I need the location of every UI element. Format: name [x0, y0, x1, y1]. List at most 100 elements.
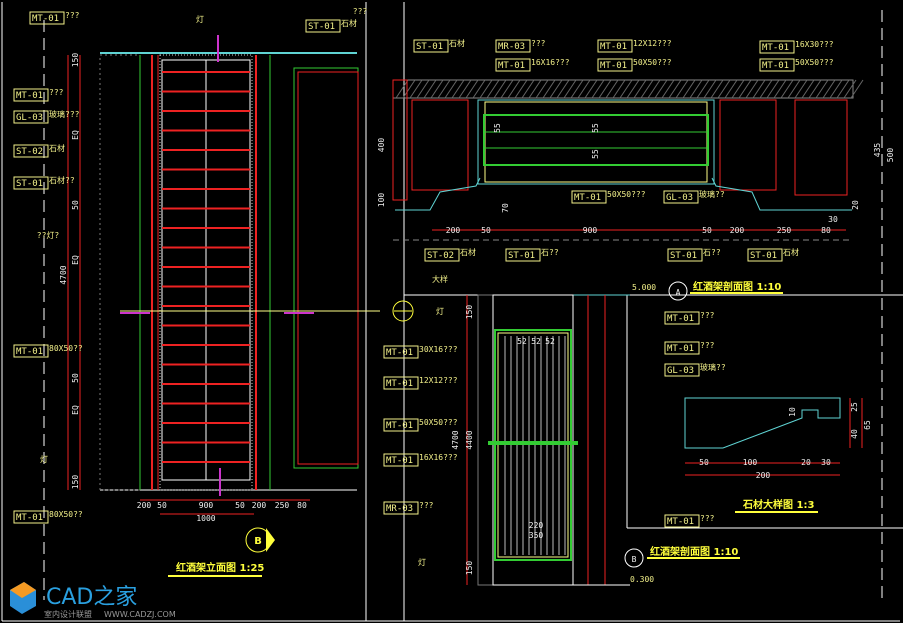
hatch-line — [738, 79, 752, 99]
material-tag[interactable]: MR-03??? — [383, 501, 434, 515]
plan-section-drawing — [392, 79, 864, 241]
material-tag[interactable]: MT-01??? — [13, 88, 64, 102]
horizontal-dimension: 50 — [481, 226, 491, 235]
material-tag[interactable]: MT-01??? — [664, 311, 715, 325]
tag-code: ST-01 — [508, 251, 535, 261]
hatch-line — [528, 79, 542, 99]
tag-code: GL-03 — [667, 366, 694, 376]
tag-box — [759, 40, 795, 54]
hatch-line — [535, 79, 549, 99]
tag-code: MT-01 — [762, 43, 789, 53]
tag-code: MT-01 — [386, 456, 413, 466]
tag-code: ST-01 — [750, 251, 777, 261]
tag-code: MT-01 — [386, 379, 413, 389]
hatch-line — [626, 79, 640, 99]
annotation-note: 灯 — [436, 306, 444, 316]
watermark-brand: CAD之家 — [46, 585, 137, 610]
horizontal-dimension: 250 — [275, 501, 290, 510]
horizontal-dimension: 900 — [199, 501, 214, 510]
hatch-line — [493, 79, 507, 99]
material-tag[interactable]: MR-03??? — [495, 39, 546, 53]
material-tag[interactable]: MT-01??? — [664, 341, 715, 355]
tag-note: 16X16??? — [419, 453, 458, 462]
vertical-dimension: 100 — [377, 193, 386, 208]
hatch-line — [661, 79, 675, 99]
annotation-note: 灯 — [418, 557, 426, 567]
section-marker-b-elevation[interactable]: B — [245, 527, 275, 553]
hatch-line — [598, 79, 612, 99]
tag-note: 石材 — [341, 18, 357, 28]
tag-note: 50X50??? — [795, 58, 834, 67]
horizontal-dimension: 1000 — [196, 514, 215, 523]
tag-note: 50X50??? — [419, 418, 458, 427]
vertical-dimension: 50 — [71, 373, 80, 383]
section-marker-label: B — [254, 536, 262, 547]
material-tag[interactable]: MT-01??? — [664, 514, 715, 528]
tag-box — [597, 58, 633, 72]
hatch-line — [689, 79, 703, 99]
hatch-line — [801, 79, 815, 99]
dimension: 350 — [529, 531, 544, 540]
tag-code: MT-01 — [386, 421, 413, 431]
material-tag[interactable]: ST-01 石材 — [305, 18, 357, 33]
hatch-line — [402, 79, 416, 99]
tag-box — [13, 110, 49, 124]
material-tag[interactable]: MT-01??? — [29, 11, 80, 25]
hatch-line — [773, 79, 787, 99]
hatch-line — [619, 79, 633, 99]
hatch-line — [836, 79, 850, 99]
horizontal-dimension: 100 — [743, 458, 758, 467]
tag-code: ST-01 — [670, 251, 697, 261]
vertical-dimension: 150 — [71, 475, 80, 490]
tag-code: ST-01 — [308, 22, 335, 32]
vertical-dimension: 25 — [850, 402, 859, 412]
tag-note: ??? — [419, 501, 434, 510]
hatch-line — [605, 79, 619, 99]
tag-note: 50X50??? — [633, 58, 672, 67]
hatch-line — [640, 79, 654, 99]
hatch-line — [458, 79, 472, 99]
horizontal-dimension: 900 — [583, 226, 598, 235]
tag-code: MT-01 — [498, 61, 525, 71]
tag-box — [495, 58, 531, 72]
tag-note: 石材 — [449, 38, 465, 48]
section-b-heading: B 红酒架剖面图 1:10 0.300 — [624, 545, 740, 584]
hatch-line — [717, 79, 731, 99]
vertical-dimension: 55 — [591, 149, 600, 159]
hatch-line — [675, 79, 689, 99]
material-tag[interactable]: MT-01 16X16??? — [383, 453, 458, 467]
tag-code: ST-01 — [416, 42, 443, 52]
tag-note: 玻璃??? — [49, 109, 80, 119]
hatch-line — [647, 79, 661, 99]
hatch-line — [542, 79, 556, 99]
hatch-line — [612, 79, 626, 99]
material-tag[interactable]: ST-01 石材 — [413, 38, 465, 53]
section-b-drawing — [466, 294, 630, 586]
material-tag[interactable]: MT-01 50X50??? — [383, 418, 458, 432]
tag-note: 50X50??? — [607, 190, 646, 199]
hatch-line — [444, 79, 458, 99]
vertical-dimension: 20 — [851, 200, 860, 210]
hatch-line — [654, 79, 668, 99]
tag-note: ??? — [700, 514, 715, 523]
